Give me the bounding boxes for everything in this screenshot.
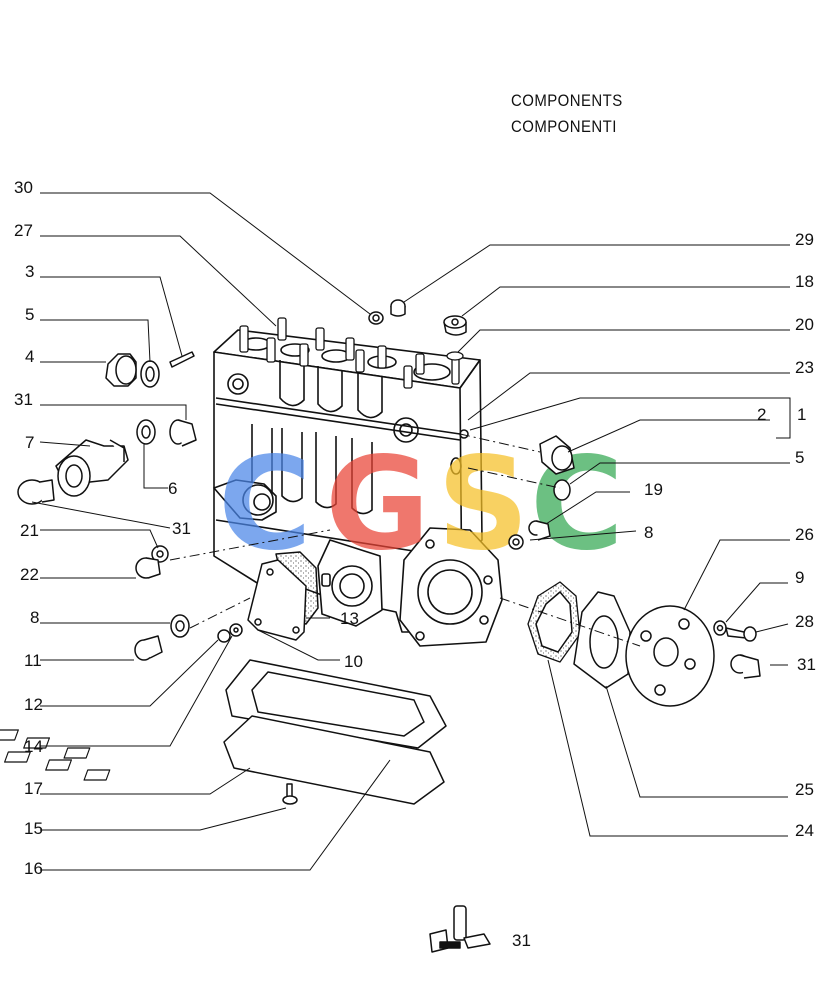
callout-27: 27 [14, 221, 33, 240]
callout-29: 29 [795, 230, 814, 249]
callout-18: 18 [795, 272, 814, 291]
callout-17: 17 [24, 779, 43, 798]
callout-4: 4 [25, 347, 34, 366]
callout-7: 7 [25, 433, 34, 452]
part-16-oil-plate [0, 715, 445, 805]
callout-8-right: 8 [644, 523, 653, 542]
callout-25: 25 [795, 780, 814, 799]
callout-3: 3 [25, 262, 34, 281]
part-29-plug [390, 299, 406, 317]
inset-label-31: 31 [512, 931, 531, 950]
callout-9: 9 [795, 568, 804, 587]
callout-30: 30 [14, 178, 33, 197]
callout-5-right: 5 [795, 448, 804, 467]
callout-5-left: 5 [25, 305, 34, 324]
part-4-plug [105, 353, 137, 387]
part-21-washer [151, 545, 169, 563]
part-31-plug-left [17, 479, 55, 505]
callout-16: 16 [24, 859, 43, 878]
callout-15: 15 [24, 819, 43, 838]
part-25-gasket [573, 591, 631, 689]
part-28-bolt [725, 626, 757, 642]
callout-22: 22 [20, 565, 39, 584]
leader-lines [31, 192, 791, 871]
part-18-nut [443, 315, 467, 336]
part-2-plug [539, 435, 575, 475]
part-9-washer [713, 620, 727, 636]
part-8-washer-left [170, 614, 190, 638]
callout-labels: 30 27 3 5 4 31 7 6 21 31 22 8 13 10 11 1… [14, 178, 816, 950]
part-3-pin [169, 351, 195, 368]
callout-11: 11 [24, 651, 42, 670]
part-5-washer-right [553, 479, 571, 501]
callout-31-mid: 31 [172, 519, 191, 538]
part-6-washer [136, 419, 156, 445]
callout-10: 10 [344, 652, 363, 671]
title-italian: COMPONENTI [511, 117, 617, 136]
callout-8-left: 8 [30, 608, 39, 627]
part-11-plug [134, 635, 163, 661]
watermark-letter-3: S [437, 430, 529, 579]
part-24-gasket [527, 581, 581, 663]
part-7-union [55, 439, 129, 497]
part-31-plug-upper [169, 419, 197, 447]
callout-20: 20 [795, 315, 814, 334]
part-8-washer-right [508, 534, 524, 550]
part-30-plug [368, 311, 384, 325]
callout-21: 21 [20, 521, 39, 540]
part-15-screw [282, 783, 298, 805]
callout-2: 2 [757, 405, 766, 424]
callout-23: 23 [795, 358, 814, 377]
part-12-nut [217, 629, 231, 643]
part-31-plug-right [730, 654, 761, 679]
callout-31-upper: 31 [14, 390, 33, 409]
callout-24: 24 [795, 821, 814, 840]
callout-14: 14 [24, 737, 43, 756]
part-10-cover [247, 559, 307, 641]
part-22-plug [135, 557, 161, 579]
callout-28: 28 [795, 612, 814, 631]
part-26-cover-plate [625, 605, 715, 707]
axis-lines [169, 433, 641, 647]
callout-19: 19 [644, 480, 663, 499]
callout-26: 26 [795, 525, 814, 544]
callout-6: 6 [168, 479, 177, 498]
watermark-letter-2: G [325, 430, 430, 579]
title-english: COMPONENTS [511, 91, 623, 110]
part-14-washer [229, 623, 243, 637]
callout-31-right: 31 [797, 655, 816, 674]
part-19-plug [528, 520, 551, 541]
inset-part-31 [429, 905, 491, 953]
callout-1: 1 [797, 405, 806, 424]
callout-12: 12 [24, 695, 43, 714]
part-5-washer [140, 360, 160, 388]
callout-13: 13 [340, 609, 359, 628]
part-17-gasket [225, 659, 447, 749]
